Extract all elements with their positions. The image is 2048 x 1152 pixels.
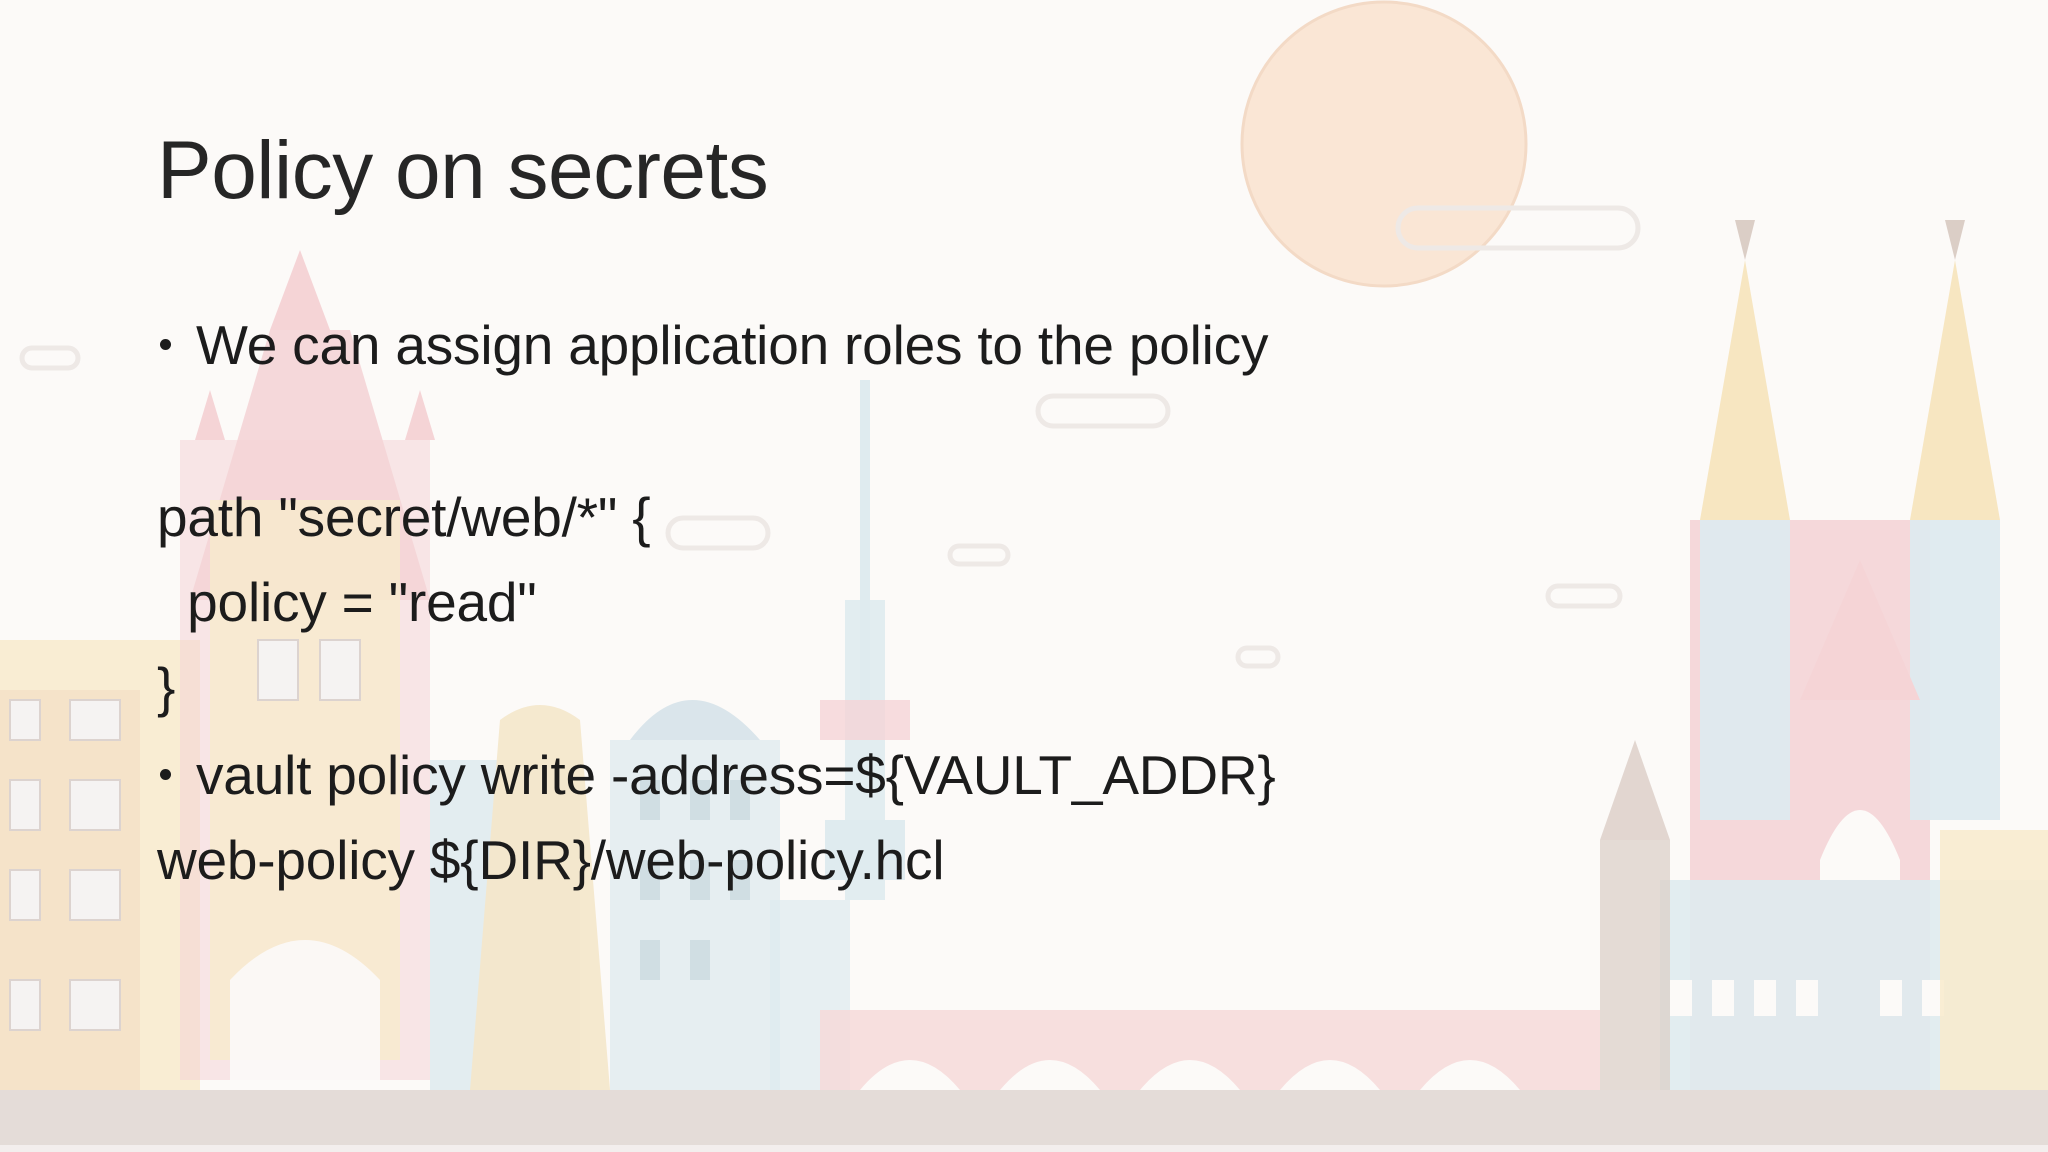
cloud-shape xyxy=(947,543,1011,567)
bullet-text: We can assign application roles to the p… xyxy=(196,314,1269,376)
bullet-dot xyxy=(160,339,171,350)
code-line: policy = "read" xyxy=(157,571,537,633)
sun-shape xyxy=(1240,0,1528,288)
cloud-shape xyxy=(665,515,771,551)
cloud-shape xyxy=(19,345,81,371)
ground-band xyxy=(0,1090,2048,1152)
bullet-text-continuation: web-policy ${DIR}/web-policy.hcl xyxy=(157,829,945,891)
cloud-shape xyxy=(1035,393,1171,429)
code-line: } xyxy=(157,656,176,718)
bullet-dot xyxy=(160,769,171,780)
code-line: path "secret/web/*" { xyxy=(157,486,651,548)
slide-title: Policy on secrets xyxy=(157,125,769,216)
bullet-text: vault policy write -address=${VAULT_ADDR… xyxy=(196,744,1276,806)
cloud-shape xyxy=(1395,205,1641,251)
cloud-shape xyxy=(1235,645,1281,669)
cloud-shape xyxy=(1545,583,1623,609)
